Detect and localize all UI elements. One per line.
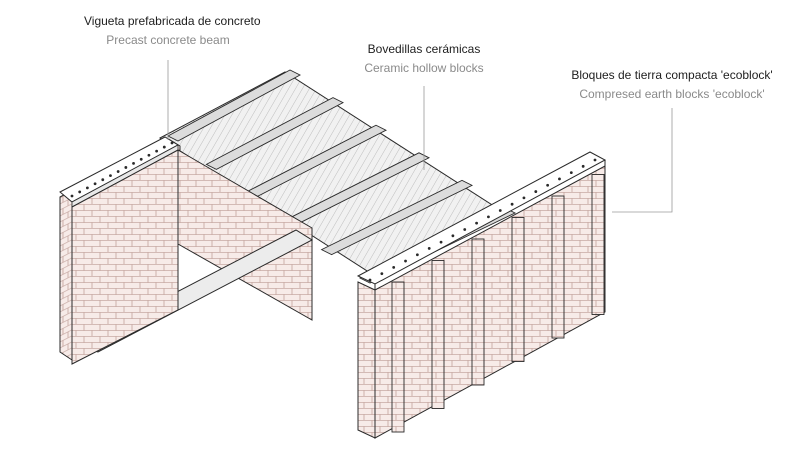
bolt-dot [581,164,585,168]
leader-earth [612,108,673,213]
label-ceramic-blocks-es: Bovedillas cerámicas [367,42,481,56]
pilaster [551,195,565,339]
bolt-dot [132,161,135,165]
bolt-dot [392,265,396,269]
bolt-dot [116,170,120,173]
bolt-dot [101,178,105,182]
bolt-dot [93,182,97,186]
bolt-dot [155,149,159,153]
bolt-dot [78,190,82,194]
bolt-dot [475,221,478,225]
bolt-dot [498,209,502,212]
bolt-dot [147,153,151,157]
bolt-dot [546,183,550,187]
bolt-dot [439,240,443,244]
label-precast-beam: Vigueta prefabricada de concreto Precast… [84,14,261,48]
precast-beam [320,179,474,256]
label-precast-beam-en: Precast concrete beam [106,33,230,48]
bolt-dot [451,234,455,238]
bolt-dot [109,174,112,178]
bolt-dot [139,157,143,161]
leader-lines [167,60,673,213]
wall-pilasters [391,174,605,433]
label-ceramic-blocks: Bovedillas cerámicas Ceramic hollow bloc… [354,42,494,76]
bolt-dot [558,177,561,181]
bolt-dot [170,141,174,145]
bolt-dot [593,158,597,162]
right-wall-front-face [357,281,376,439]
label-ceramic-blocks-en: Ceramic hollow blocks [364,61,484,76]
bolt-dot [85,186,89,190]
cap-bolts [70,141,597,282]
bolt-dot [162,145,166,149]
label-precast-beam-es: Vigueta prefabricada de concreto [84,14,261,28]
bolt-dot [569,171,573,175]
pilaster [591,174,605,315]
left-wall-main-face [71,149,179,365]
label-earth-blocks-es: Bloques de tierra compacta 'ecoblock' [571,68,773,82]
bolt-dot [380,272,384,276]
pilaster [471,238,485,386]
bolt-dot [415,253,419,257]
bolt-dot [404,259,407,263]
bolt-dot [510,202,514,206]
bolt-dot [463,228,467,231]
pilaster [391,281,405,433]
precast-beam [167,69,301,142]
bolt-dot [70,194,74,198]
bolt-dot [427,247,431,250]
label-earth-blocks-en: Compresed earth blocks 'ecoblock' [579,87,765,102]
left-wall [59,136,314,365]
precast-beam [205,97,344,170]
pilaster [431,260,445,409]
pilaster [511,217,525,362]
bolt-dot [534,190,538,193]
label-earth-blocks: Bloques de tierra compacta 'ecoblock' Co… [570,68,774,102]
bolt-dot [368,278,372,282]
bolt-dot [124,166,128,169]
bolt-dot [487,215,490,219]
bolt-dot [522,196,526,200]
